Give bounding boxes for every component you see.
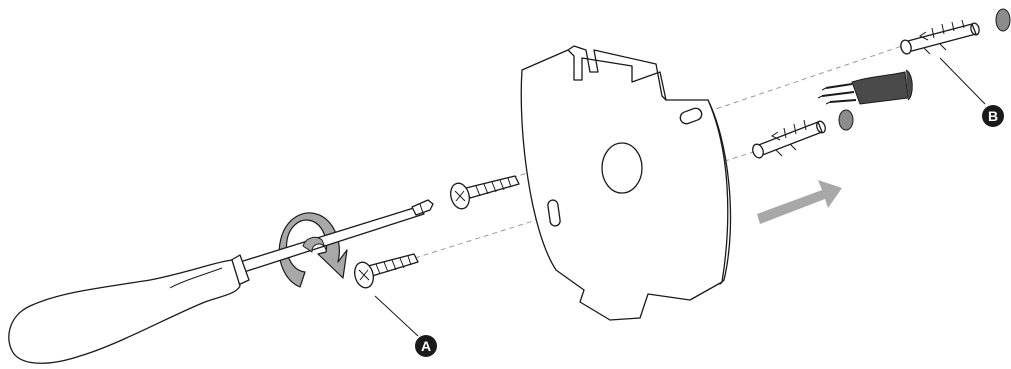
- plug-cap-back: [996, 9, 1010, 31]
- callout-a: A: [375, 296, 437, 357]
- mounting-direction-arrow-icon: [757, 180, 842, 224]
- mounting-plate: [521, 46, 730, 320]
- callout-b: B: [940, 58, 1004, 127]
- wall-plug-front: [751, 120, 827, 159]
- cable: [818, 70, 912, 104]
- screw-lower: [352, 254, 418, 290]
- wall-plug-back: [899, 20, 980, 55]
- screw-upper: [448, 176, 519, 211]
- callout-a-label: A: [421, 338, 431, 354]
- plug-cap-front: [839, 110, 853, 130]
- callout-b-label: B: [988, 108, 998, 124]
